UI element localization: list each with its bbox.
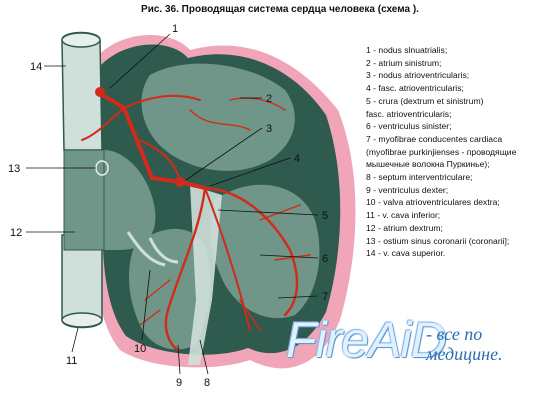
legend-item: 14 - v. cava superior. bbox=[366, 248, 446, 259]
watermark-logo: FireAiD bbox=[286, 312, 447, 368]
left-atrium-cavity bbox=[141, 63, 295, 171]
right-atrium bbox=[63, 149, 105, 251]
legend-item: 3 - nodus atrioventricularis; bbox=[366, 70, 470, 81]
label-1: 1 bbox=[172, 23, 178, 35]
legend-item: fasc. atrioventricularis; bbox=[366, 108, 452, 119]
legend-item: 4 - fasc. atrioventricularis; bbox=[366, 83, 464, 94]
label-7: 7 bbox=[322, 291, 328, 303]
label-2: 2 bbox=[266, 93, 272, 105]
label-5: 5 bbox=[322, 210, 328, 222]
atrioventricular-node bbox=[175, 177, 185, 187]
label-10: 10 bbox=[134, 343, 146, 355]
legend-item: (myofibrae purkinjienses - проводящие bbox=[366, 146, 517, 157]
legend-item: 13 - ostium sinus coronarii (coronarii]; bbox=[366, 235, 510, 246]
vena-cava-superior-opening bbox=[61, 32, 101, 48]
sinoatrial-node bbox=[95, 87, 105, 97]
vena-cava-inferior-opening bbox=[61, 312, 103, 328]
label-6: 6 bbox=[322, 253, 328, 265]
legend-item: 8 - septum interventriculare; bbox=[366, 172, 473, 183]
legend-item: мышечные волокна Пуркинье); bbox=[366, 159, 490, 170]
leader-lines bbox=[26, 33, 319, 375]
conduction-system bbox=[81, 90, 311, 352]
legend-item: 12 - atrium dextrum; bbox=[366, 222, 443, 233]
label-9: 9 bbox=[176, 377, 182, 389]
watermark-tagline: - все по медицине. bbox=[426, 324, 503, 364]
legend: 1 - nodus slnuatrialis; 2 - atrium sinis… bbox=[366, 44, 556, 260]
label-12: 12 bbox=[10, 227, 22, 239]
figure-caption: Рис. 36. Проводящая система сердца челов… bbox=[141, 4, 419, 15]
label-11: 11 bbox=[66, 355, 77, 367]
legend-item: 6 - ventriculus sinister; bbox=[366, 121, 452, 132]
legend-item: 7 - myofibrae conducentes cardiaca bbox=[366, 133, 503, 144]
legend-item: 10 - valva atrioventriculares dextra; bbox=[366, 197, 500, 208]
label-14: 14 bbox=[30, 61, 42, 73]
right-atrium-cavity bbox=[104, 150, 156, 250]
tricuspid-valve bbox=[126, 231, 179, 267]
legend-item: 5 - crura (dextrum et sinistrum) bbox=[366, 95, 484, 106]
legend-item: 1 - nodus slnuatrialis; bbox=[366, 45, 448, 55]
legend-item: 9 - ventriculus dexter; bbox=[366, 184, 449, 195]
label-13: 13 bbox=[8, 163, 20, 175]
label-4: 4 bbox=[294, 153, 300, 165]
legend-item: 2 - atrium sinistrum; bbox=[366, 57, 442, 68]
label-8: 8 bbox=[204, 377, 210, 389]
label-3: 3 bbox=[266, 123, 272, 135]
legend-item: 11 - v. cava inferior; bbox=[366, 210, 441, 221]
